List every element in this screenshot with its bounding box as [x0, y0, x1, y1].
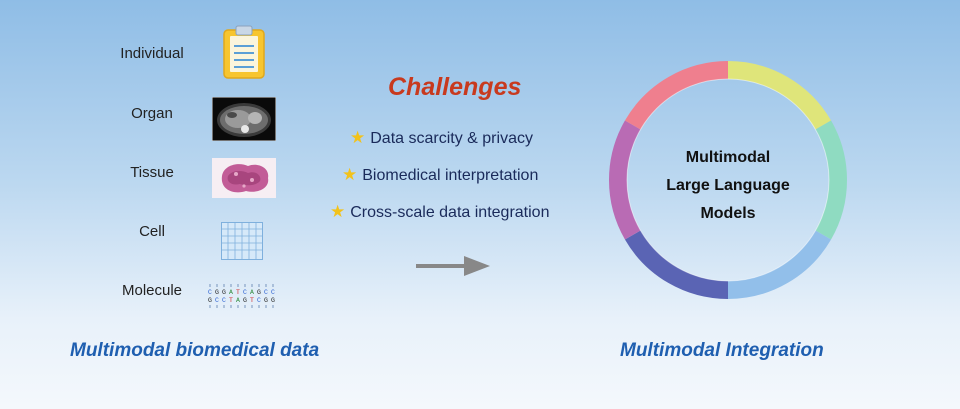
dna-base: C [243, 289, 247, 296]
llm-ring [609, 61, 847, 299]
dna-base: C [264, 289, 268, 296]
dna-base: G [243, 297, 247, 304]
dna-base: C [208, 289, 212, 296]
dna-base: G [222, 289, 226, 296]
dna-base: G [257, 289, 261, 296]
ring-segment [624, 230, 729, 299]
clipboard-icon [223, 25, 265, 79]
dna-base: G [208, 297, 212, 304]
center-line-3: Models [700, 205, 756, 222]
ring-segment [815, 120, 847, 240]
dna-base: A [250, 289, 254, 296]
dna-base: C [271, 289, 275, 296]
dna-base: T [229, 297, 233, 304]
dna-base: C [215, 297, 219, 304]
challenge-text: Cross-scale data integration [350, 204, 550, 221]
scale-label-molecule: Molecule [121, 282, 183, 299]
dna-base: T [250, 297, 254, 304]
dna-base: G [271, 297, 275, 304]
dna-base: A [229, 289, 233, 296]
ring-segment [624, 61, 729, 130]
challenges-title: Challenges [388, 73, 522, 101]
challenge-item: ★Biomedical interpretation [342, 165, 538, 185]
challenge-text: Data scarcity & privacy [370, 130, 533, 147]
challenge-text: Biomedical interpretation [362, 167, 539, 184]
llm-center-text: Multimodal Large Language Models [650, 144, 806, 228]
arrow-right-icon [416, 256, 490, 276]
ct-scan-icon [212, 97, 276, 141]
ring-segment [727, 61, 832, 130]
scale-label-organ: Organ [131, 105, 173, 122]
scale-label-individual: Individual [120, 45, 184, 62]
left-section-label: Multimodal biomedical data [70, 340, 320, 361]
star-icon: ★ [342, 165, 358, 184]
dna-base: T [236, 289, 240, 296]
dna-base: C [257, 297, 261, 304]
center-line-2: Large Language [666, 177, 790, 194]
cell-grid-icon [221, 222, 263, 260]
dna-base: A [236, 297, 240, 304]
ring-segment [727, 230, 832, 299]
tissue-icon [212, 158, 276, 198]
ring-segment [609, 120, 641, 240]
right-section-label: Multimodal Integration [620, 340, 824, 361]
dna-base: G [264, 297, 268, 304]
challenge-item: ★Data scarcity & privacy [350, 128, 533, 148]
scale-label-cell: Cell [139, 223, 165, 240]
dna-base: C [222, 297, 226, 304]
dna-base: G [215, 289, 219, 296]
ring-inner-edge [626, 78, 830, 282]
star-icon: ★ [350, 128, 366, 147]
center-line-1: Multimodal [685, 149, 771, 166]
scale-label-tissue: Tissue [130, 164, 174, 181]
challenge-item: ★Cross-scale data integration [330, 202, 549, 222]
star-icon: ★ [330, 202, 346, 221]
